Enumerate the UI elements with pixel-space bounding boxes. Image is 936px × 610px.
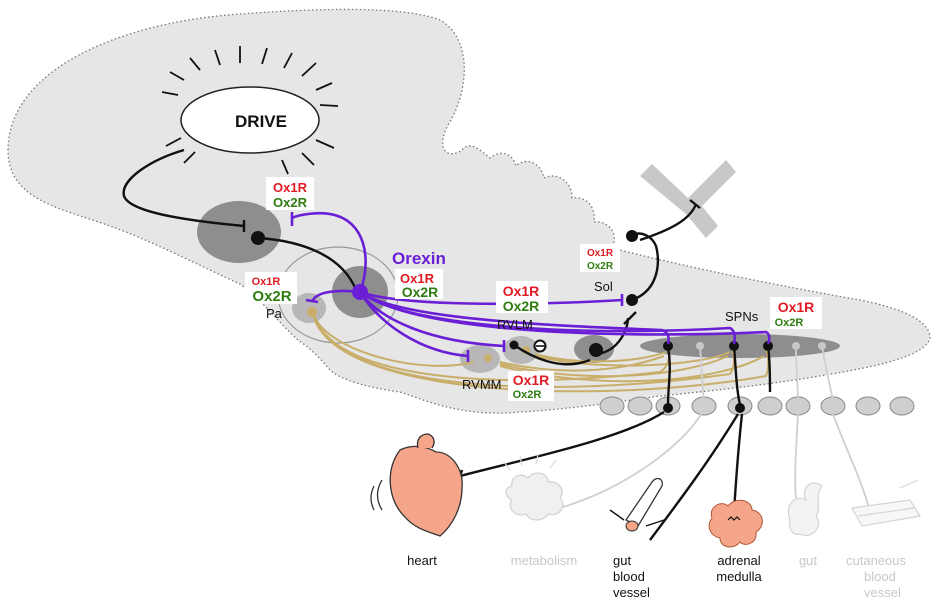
receptor-ox2r: Ox2R — [252, 288, 291, 305]
sun-burst-icon — [161, 46, 339, 175]
heart-label: heart — [407, 553, 437, 568]
orexin-terminals — [290, 212, 624, 362]
receptor-ox1r: Ox1R — [252, 276, 281, 288]
spns-label: SPNs — [725, 309, 759, 324]
metabolism-icon — [503, 453, 564, 521]
sol-label: Sol — [594, 279, 613, 294]
gut-icon — [787, 482, 823, 536]
receptor-box-upper: Ox1R Ox2R — [266, 177, 314, 210]
receptor-ox1r: Ox1R — [503, 283, 540, 299]
gut-blood-vessel-label-3: vessel — [613, 585, 650, 600]
adrenal-medulla-label-2: medulla — [716, 569, 762, 584]
orexin-soma — [352, 284, 368, 300]
faded-somas — [696, 342, 826, 350]
rvlm-label: RVLM — [497, 317, 533, 332]
rvmm-nucleus — [460, 345, 500, 373]
blood-vessel-icon — [609, 477, 665, 532]
rvmm-label: RVMM — [462, 377, 501, 392]
pa-label: Pa — [266, 306, 283, 321]
drive-ellipse — [180, 86, 320, 154]
receptor-ox2r: Ox2R — [775, 317, 804, 329]
receptor-box-pa: Ox1R Ox2R — [245, 272, 297, 305]
receptor-ox1r: Ox1R — [778, 299, 815, 315]
receptor-box-rvlm: Ox1R Ox2R — [496, 281, 548, 314]
upper-nucleus — [197, 201, 281, 263]
receptor-ox1r: Ox1R — [513, 372, 550, 388]
faded-projections — [559, 345, 871, 513]
receptor-box-rvmm: Ox1R Ox2R — [508, 371, 554, 401]
receptor-ox2r: Ox2R — [587, 261, 614, 272]
cutaneous-vessel-label-2: blood — [864, 569, 896, 584]
rvmm-tan-soma — [484, 354, 492, 362]
drive-label: DRIVE — [235, 112, 287, 131]
gut-blood-vessel-label-1: gut — [613, 553, 631, 568]
cutaneous-vessel-icon — [851, 479, 921, 527]
cutaneous-vessel-label-3: vessel — [864, 585, 901, 600]
receptor-ox2r: Ox2R — [503, 298, 540, 314]
ganglia-row — [599, 396, 915, 416]
gut-label: gut — [799, 553, 817, 568]
black-somas — [251, 230, 773, 413]
receptor-ox1r: Ox1R — [400, 271, 435, 286]
receptor-box-sol: Ox1R Ox2R — [580, 244, 620, 272]
receptor-box-spns: Ox1R Ox2R — [770, 297, 822, 329]
receptor-ox2r: Ox2R — [513, 389, 542, 401]
receptor-ox2r: Ox2R — [273, 195, 308, 210]
receptor-ox1r: Ox1R — [587, 248, 614, 259]
orexin-label: Orexin — [392, 249, 446, 268]
spns-column — [640, 334, 840, 358]
gut-blood-vessel-label-2: blood — [613, 569, 645, 584]
cutaneous-vessel-label-1: cutaneous — [846, 553, 906, 568]
muscle-y-icon — [640, 160, 736, 238]
black-pathways — [122, 148, 772, 541]
receptor-ox2r: Ox2R — [402, 284, 439, 300]
receptor-ox1r: Ox1R — [273, 180, 308, 195]
pa-tan-soma — [307, 307, 317, 317]
metabolism-label: metabolism — [511, 553, 577, 568]
receptor-box-orexin: Ox1R Ox2R — [395, 269, 443, 300]
heart-icon — [370, 433, 463, 537]
adrenal-icon — [708, 499, 763, 548]
adrenal-medulla-label-1: adrenal — [717, 553, 760, 568]
